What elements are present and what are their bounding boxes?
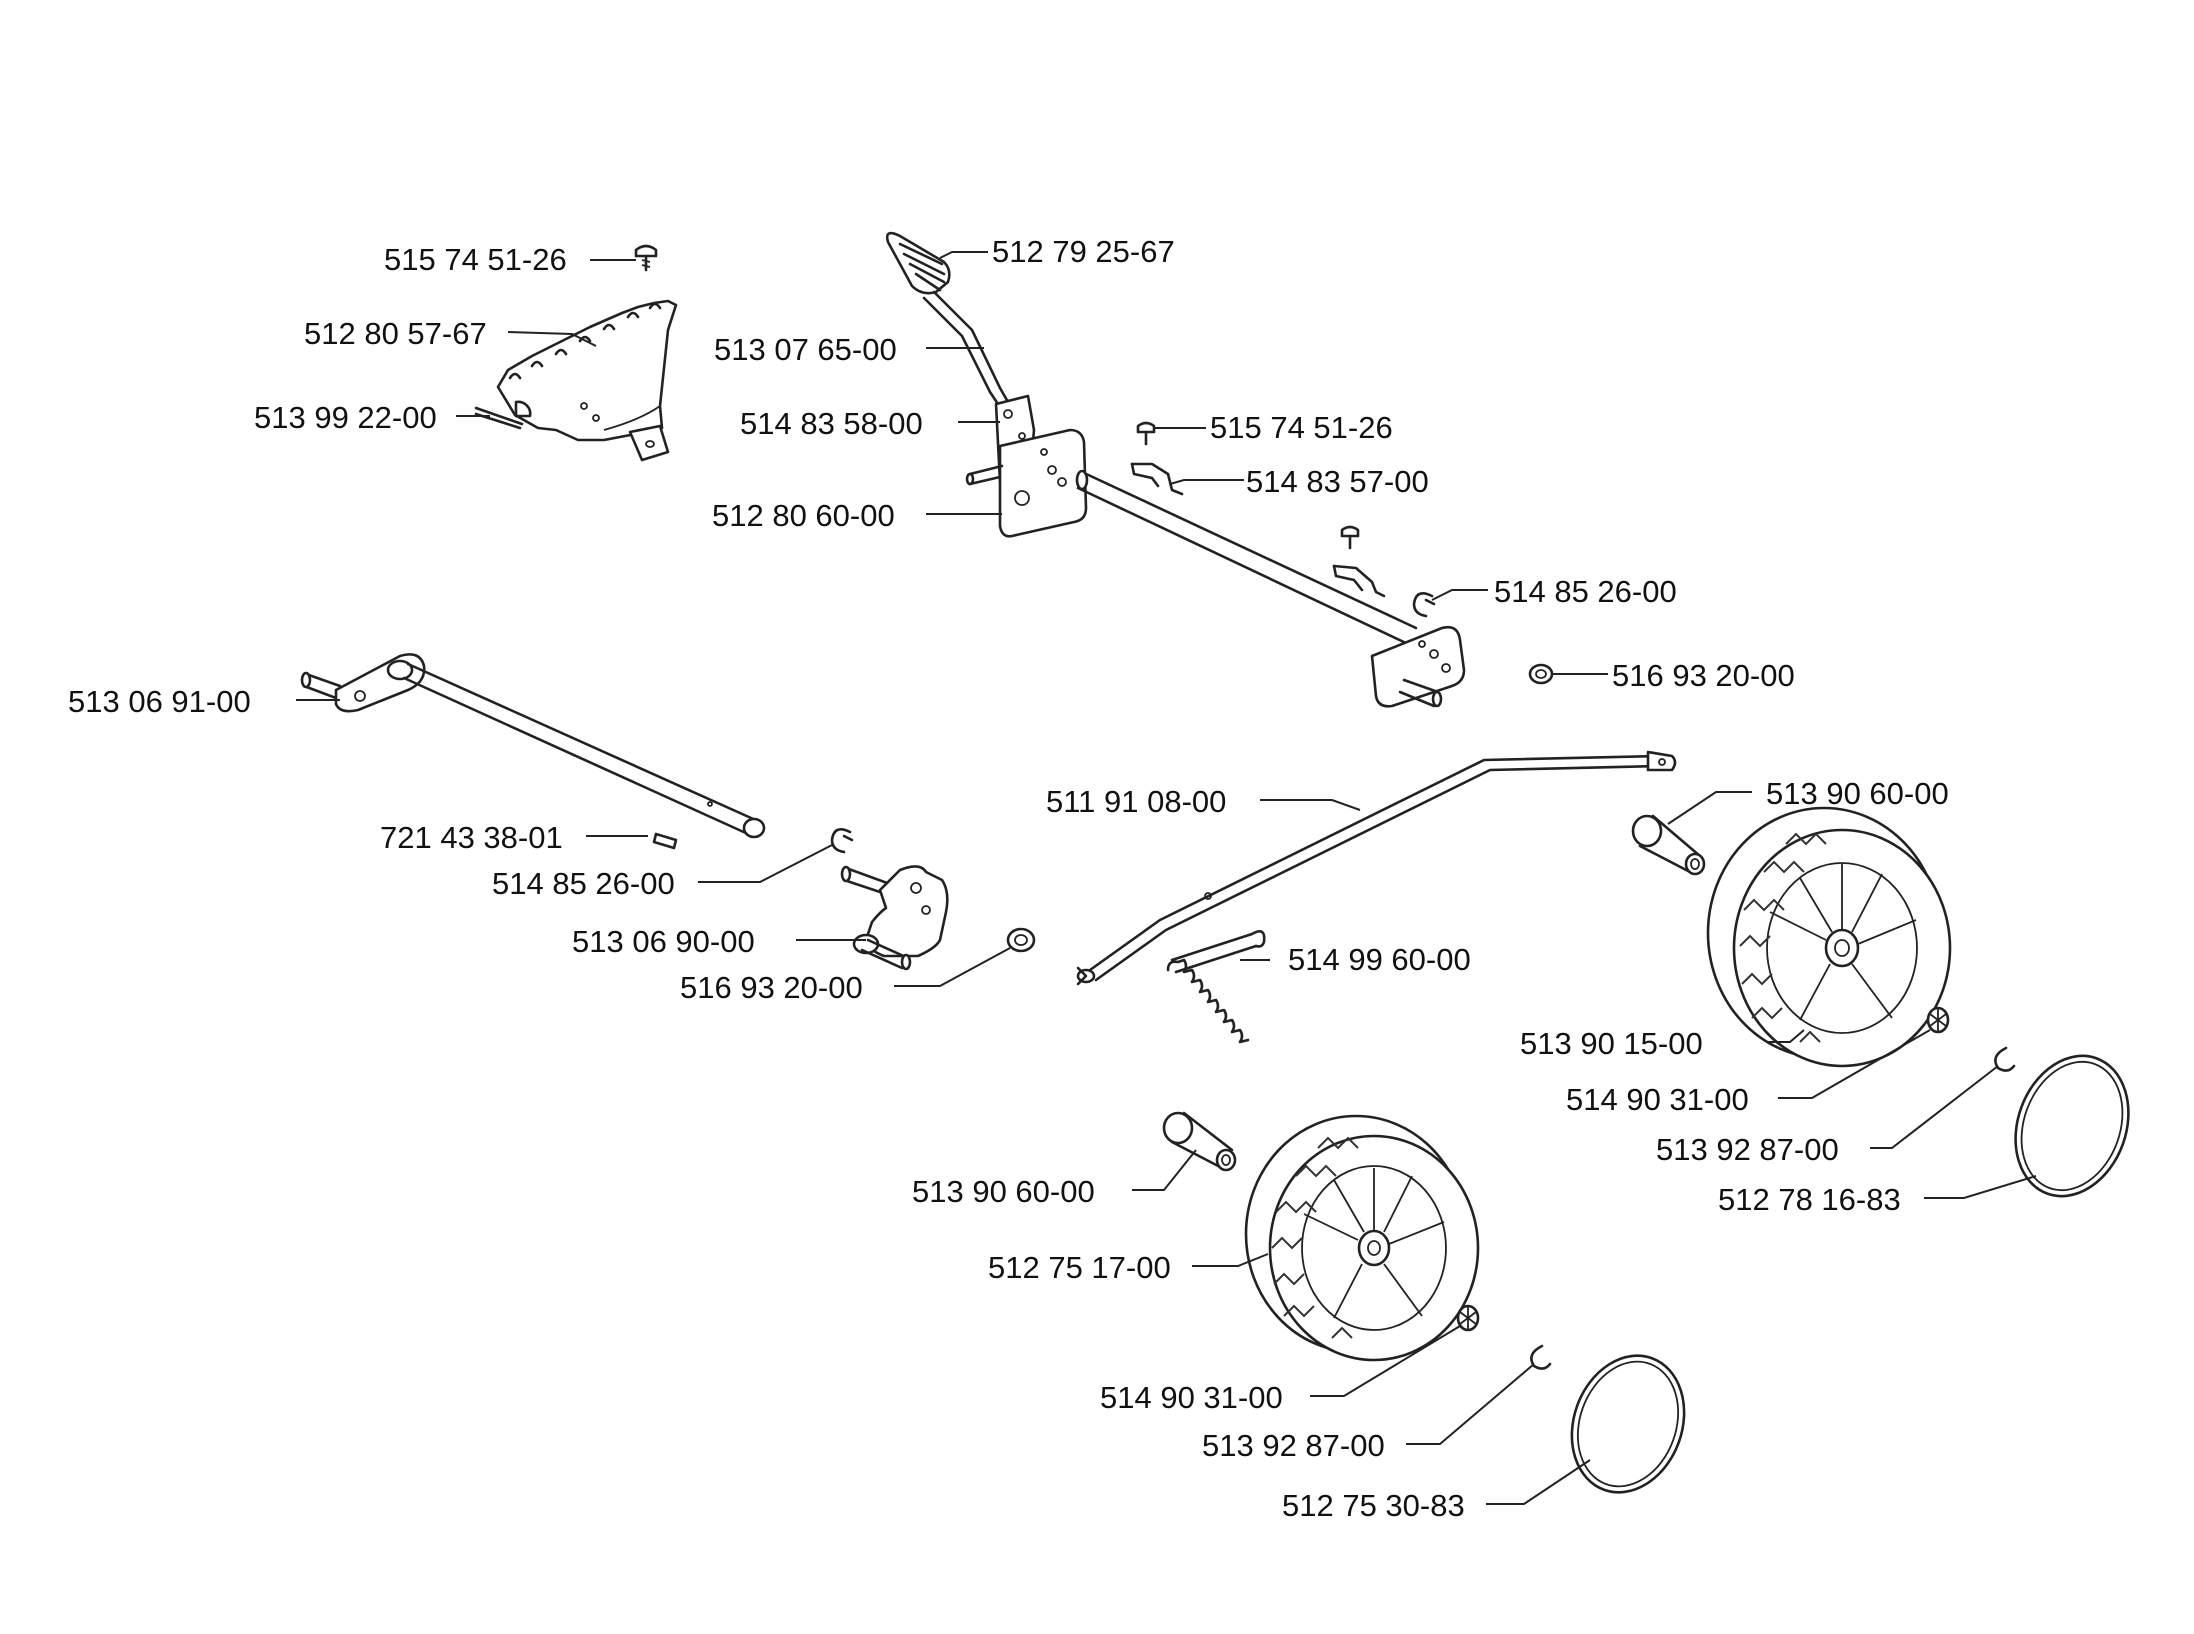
front-left-plate-drawing <box>840 865 949 971</box>
rear-axle-tube-drawing <box>1075 469 1418 646</box>
part-label: 512 80 60-00 <box>712 498 895 533</box>
part-label: 514 83 58-00 <box>740 406 923 441</box>
washer-drawing-2 <box>1006 927 1036 953</box>
spring-drawing <box>1166 930 1266 1044</box>
part-label: 514 99 60-00 <box>1288 942 1471 977</box>
rear-hub-nut-drawing <box>1926 1006 1950 1034</box>
hairpin-clip-drawing-2 <box>830 828 854 854</box>
part-label: 513 07 65-00 <box>714 332 897 367</box>
part-label: 513 90 15-00 <box>1520 1026 1703 1061</box>
part-label: 515 74 51-26 <box>384 242 567 277</box>
rear-retaining-clip-drawing <box>1994 1046 2016 1072</box>
height-adjuster-plate-drawing <box>496 299 678 462</box>
screw-drawing-1 <box>634 244 658 272</box>
part-label: 511 91 08-00 <box>1046 784 1226 819</box>
rear-wheel-drawing <box>1706 806 1952 1068</box>
part-label: 512 80 57-67 <box>304 316 487 351</box>
front-wheel-drawing <box>1244 1114 1480 1362</box>
part-label: 512 75 17-00 <box>988 1250 1171 1285</box>
front-axle-pin-drawing <box>1162 1111 1237 1172</box>
part-label: 513 92 87-00 <box>1656 1132 1839 1167</box>
part-label: 514 85 26-00 <box>492 866 675 901</box>
part-label: 514 83 57-00 <box>1246 464 1429 499</box>
part-label: 516 93 20-00 <box>1612 658 1795 693</box>
hairpin-clip-drawing-1 <box>1412 592 1436 618</box>
part-label: 513 92 87-00 <box>1202 1428 1385 1463</box>
part-label: 513 99 22-00 <box>254 400 437 435</box>
part-label: 514 85 26-00 <box>1494 574 1677 609</box>
link-rod-drawing <box>1076 750 1677 986</box>
roll-pin-drawing <box>652 832 678 850</box>
axle-clip-drawing-2 <box>1332 525 1386 598</box>
part-label: 515 74 51-26 <box>1210 410 1393 445</box>
part-label: 516 93 20-00 <box>680 970 863 1005</box>
front-hub-nut-drawing <box>1456 1304 1480 1332</box>
part-label: 512 75 30-83 <box>1282 1488 1465 1523</box>
rear-axle-pin-drawing <box>1631 814 1706 876</box>
part-label: 513 06 90-00 <box>572 924 755 959</box>
lever-bracket-drawing <box>965 394 1088 538</box>
part-label: 513 06 91-00 <box>68 684 251 719</box>
adjuster-lever-drawing <box>885 231 1010 406</box>
part-label: 721 43 38-01 <box>380 820 563 855</box>
part-label: 512 78 16-83 <box>1718 1182 1901 1217</box>
front-axle-drawing <box>300 653 766 839</box>
front-retaining-clip-drawing <box>1530 1344 1552 1370</box>
washer-drawing-1 <box>1528 663 1554 685</box>
rear-hubcap-drawing <box>2014 1054 2130 1198</box>
front-hubcap-drawing <box>1570 1354 1686 1494</box>
axle-clip-drawing-1 <box>1130 421 1184 496</box>
leader-lines <box>296 251 2037 1505</box>
rear-right-plate-drawing <box>1370 625 1466 708</box>
part-label: 514 90 31-00 <box>1566 1082 1749 1117</box>
part-label: 513 90 60-00 <box>912 1174 1095 1209</box>
part-label: 514 90 31-00 <box>1100 1380 1283 1415</box>
part-label: 512 79 25-67 <box>992 234 1175 269</box>
part-label: 513 90 60-00 <box>1766 776 1949 811</box>
